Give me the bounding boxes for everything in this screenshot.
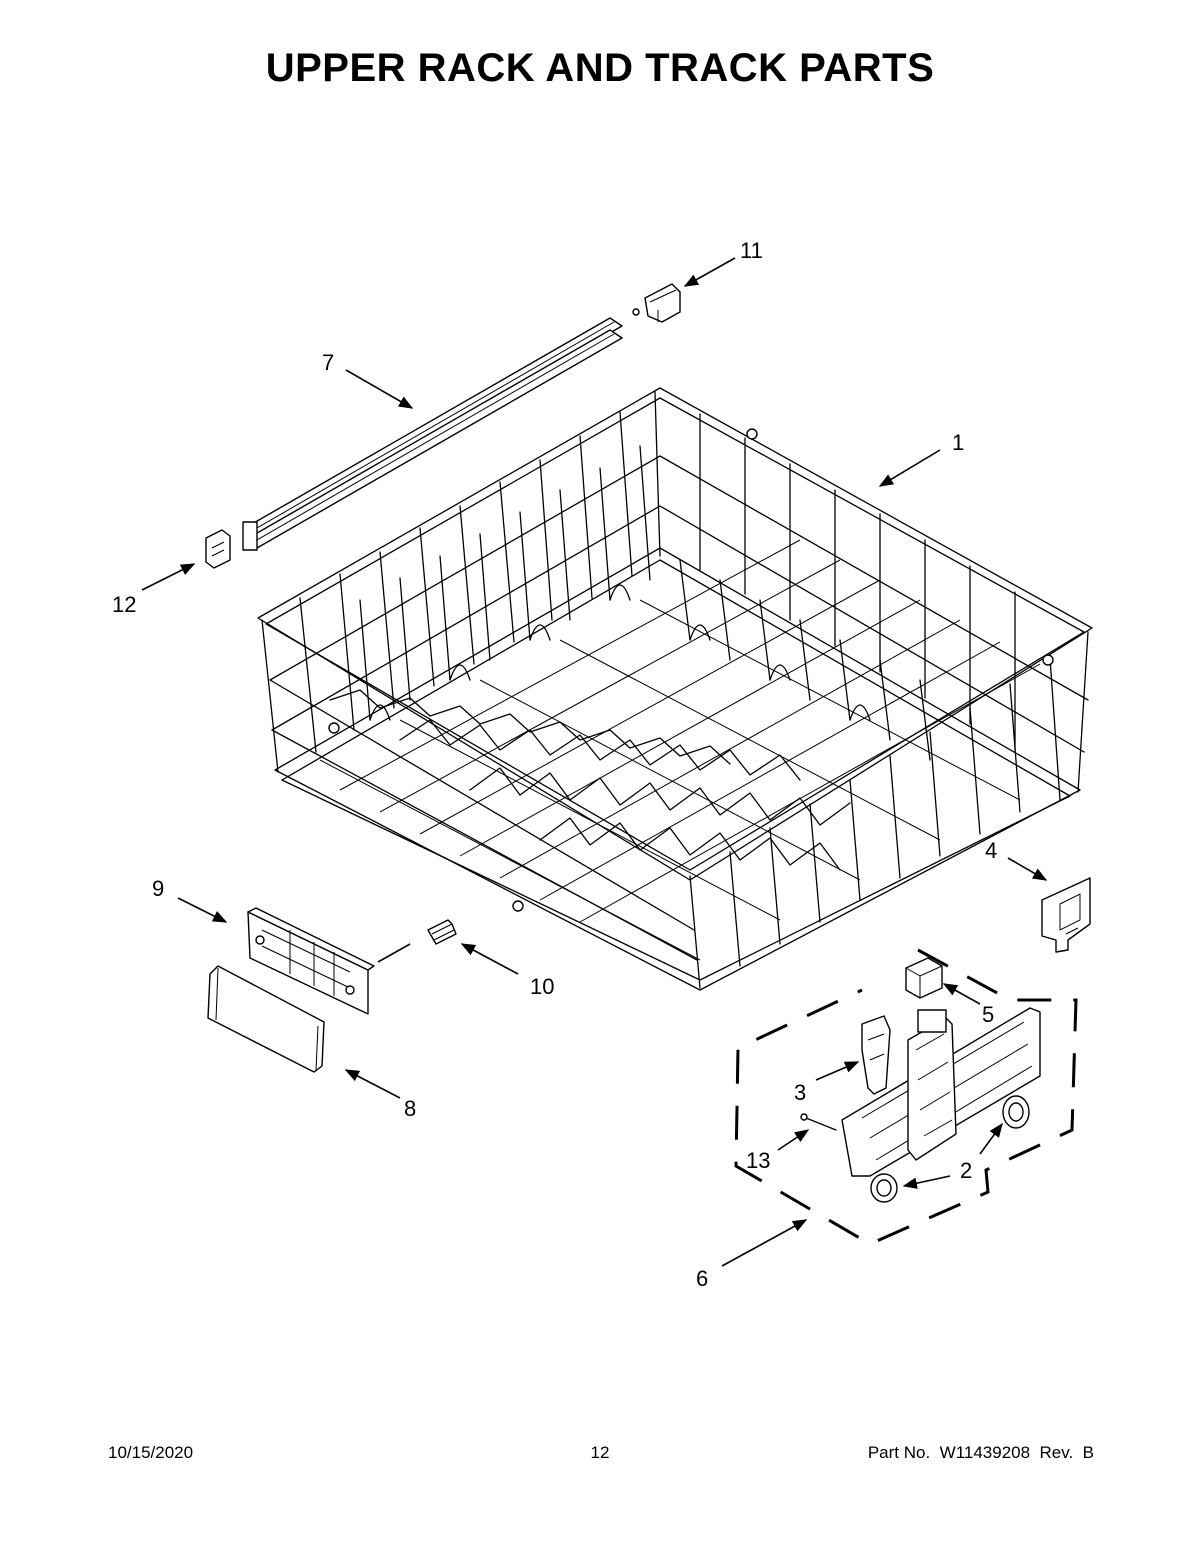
wheel-part <box>870 1095 1030 1203</box>
callout-4: 4 <box>985 838 997 863</box>
callout-6: 6 <box>696 1266 708 1291</box>
leader-arrows <box>141 257 1048 1267</box>
callout-12: 12 <box>112 592 136 617</box>
handle-base-part <box>247 907 375 1015</box>
footer-date: 10/15/2020 <box>108 1443 194 1462</box>
upper-rack-part <box>257 387 1093 991</box>
callout-13: 13 <box>746 1148 770 1173</box>
handle-dash <box>377 943 411 963</box>
button-cap-part <box>905 957 943 999</box>
footer-part-number: Part No. W11439208 Rev. B <box>867 1443 1094 1462</box>
adjuster-assembly-part <box>800 1007 1041 1177</box>
adjuster-assembly-boundary <box>734 948 1078 1246</box>
callout-8: 8 <box>404 1096 416 1121</box>
callout-3: 3 <box>794 1080 806 1105</box>
callout-5: 5 <box>982 1002 994 1027</box>
adjuster-clip-part <box>1041 877 1091 953</box>
handle-cover-part <box>207 965 325 1073</box>
callout-2: 2 <box>960 1158 972 1183</box>
track-end-cap-part <box>205 529 231 569</box>
callout-9: 9 <box>152 876 164 901</box>
page-title: UPPER RACK AND TRACK PARTS <box>265 46 935 90</box>
callout-11: 11 <box>740 238 763 263</box>
track-rail-part <box>242 317 623 551</box>
callout-10: 10 <box>530 974 554 999</box>
screw-part <box>427 919 457 945</box>
footer-page-number: 12 <box>590 1443 610 1462</box>
callout-1: 1 <box>952 430 964 455</box>
callout-7: 7 <box>322 350 334 375</box>
track-end-stop-part <box>632 283 681 323</box>
